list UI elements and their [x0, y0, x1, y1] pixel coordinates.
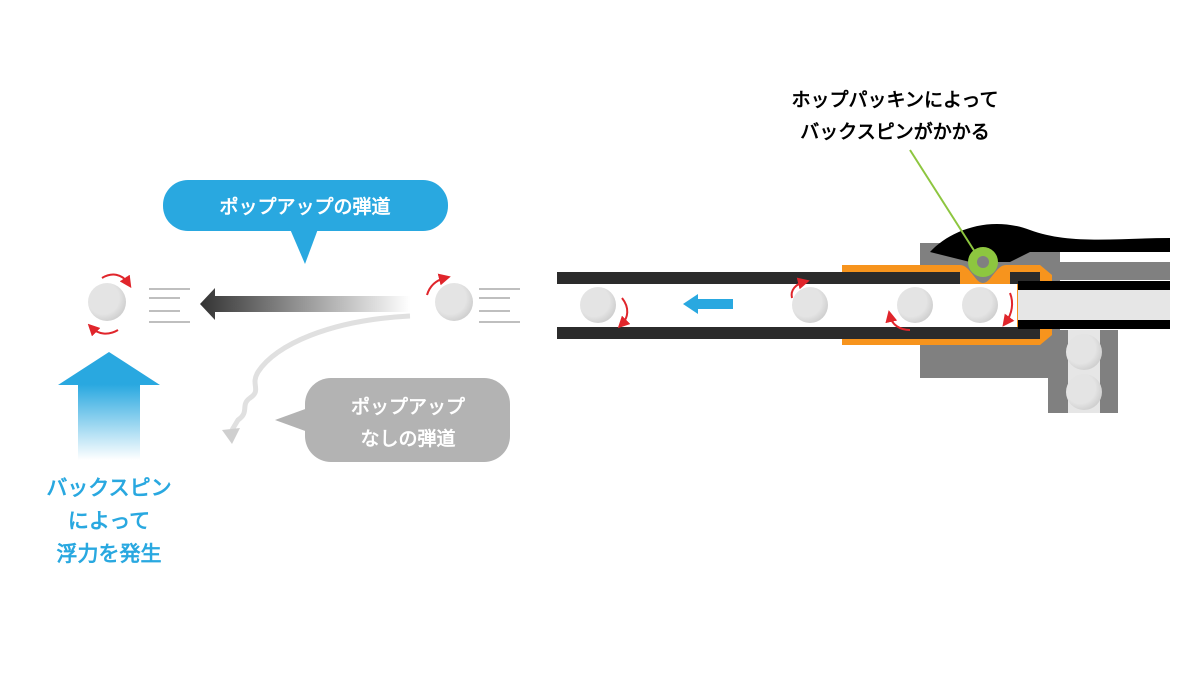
hop-up-chamber [557, 149, 1170, 413]
fall-arrowhead-icon [222, 428, 240, 444]
no-popup-label-1: ポップアップ [351, 395, 466, 418]
lift-label-3: 浮力を発生 [57, 542, 162, 566]
nozzle-bore [1018, 290, 1170, 320]
barrel-bottom [557, 327, 1040, 339]
bb-ball [897, 287, 933, 323]
spin-arrow-icon [790, 277, 810, 299]
leader-line [909, 149, 976, 253]
speed-lines [149, 288, 520, 323]
spin-arrow-icon [1002, 292, 1015, 327]
direction-arrow-icon [683, 294, 733, 314]
trajectory-area [58, 273, 520, 460]
popup-trajectory-arrow [200, 288, 410, 320]
lift-label-1: バックスピン [46, 476, 171, 500]
bb-ball [580, 287, 616, 323]
spin-arrow-icon [885, 310, 911, 331]
spin-arrow-icon [426, 273, 451, 296]
bb-ball [1066, 334, 1102, 370]
bb-ball [792, 287, 828, 323]
no-popup-label-2: なしの弾道 [360, 427, 455, 450]
bb-ball [435, 283, 473, 321]
spin-arrow-icon [87, 323, 119, 337]
no-popup-bubble: ポップアップ なしの弾道 [275, 378, 510, 462]
hop-packing-center [977, 256, 989, 268]
bb-ball [1066, 374, 1102, 410]
lift-label-2: によって [68, 509, 150, 533]
popup-bubble: ポップアップの弾道 [163, 180, 448, 264]
hop-packing-label-2: バックスピンがかかる [800, 120, 989, 143]
bb-ball [88, 283, 126, 321]
no-popup-trajectory [229, 313, 411, 432]
spin-arrow-icon [101, 273, 132, 288]
barrel-bore [557, 284, 1017, 327]
popup-bubble-label: ポップアップの弾道 [219, 195, 390, 218]
barrel-top [557, 272, 960, 284]
hop-packing-label-1: ホップパッキンによって [792, 88, 999, 111]
lift-arrow-icon [58, 352, 160, 460]
bb-ball [962, 287, 998, 323]
spin-arrow-icon [617, 297, 631, 329]
